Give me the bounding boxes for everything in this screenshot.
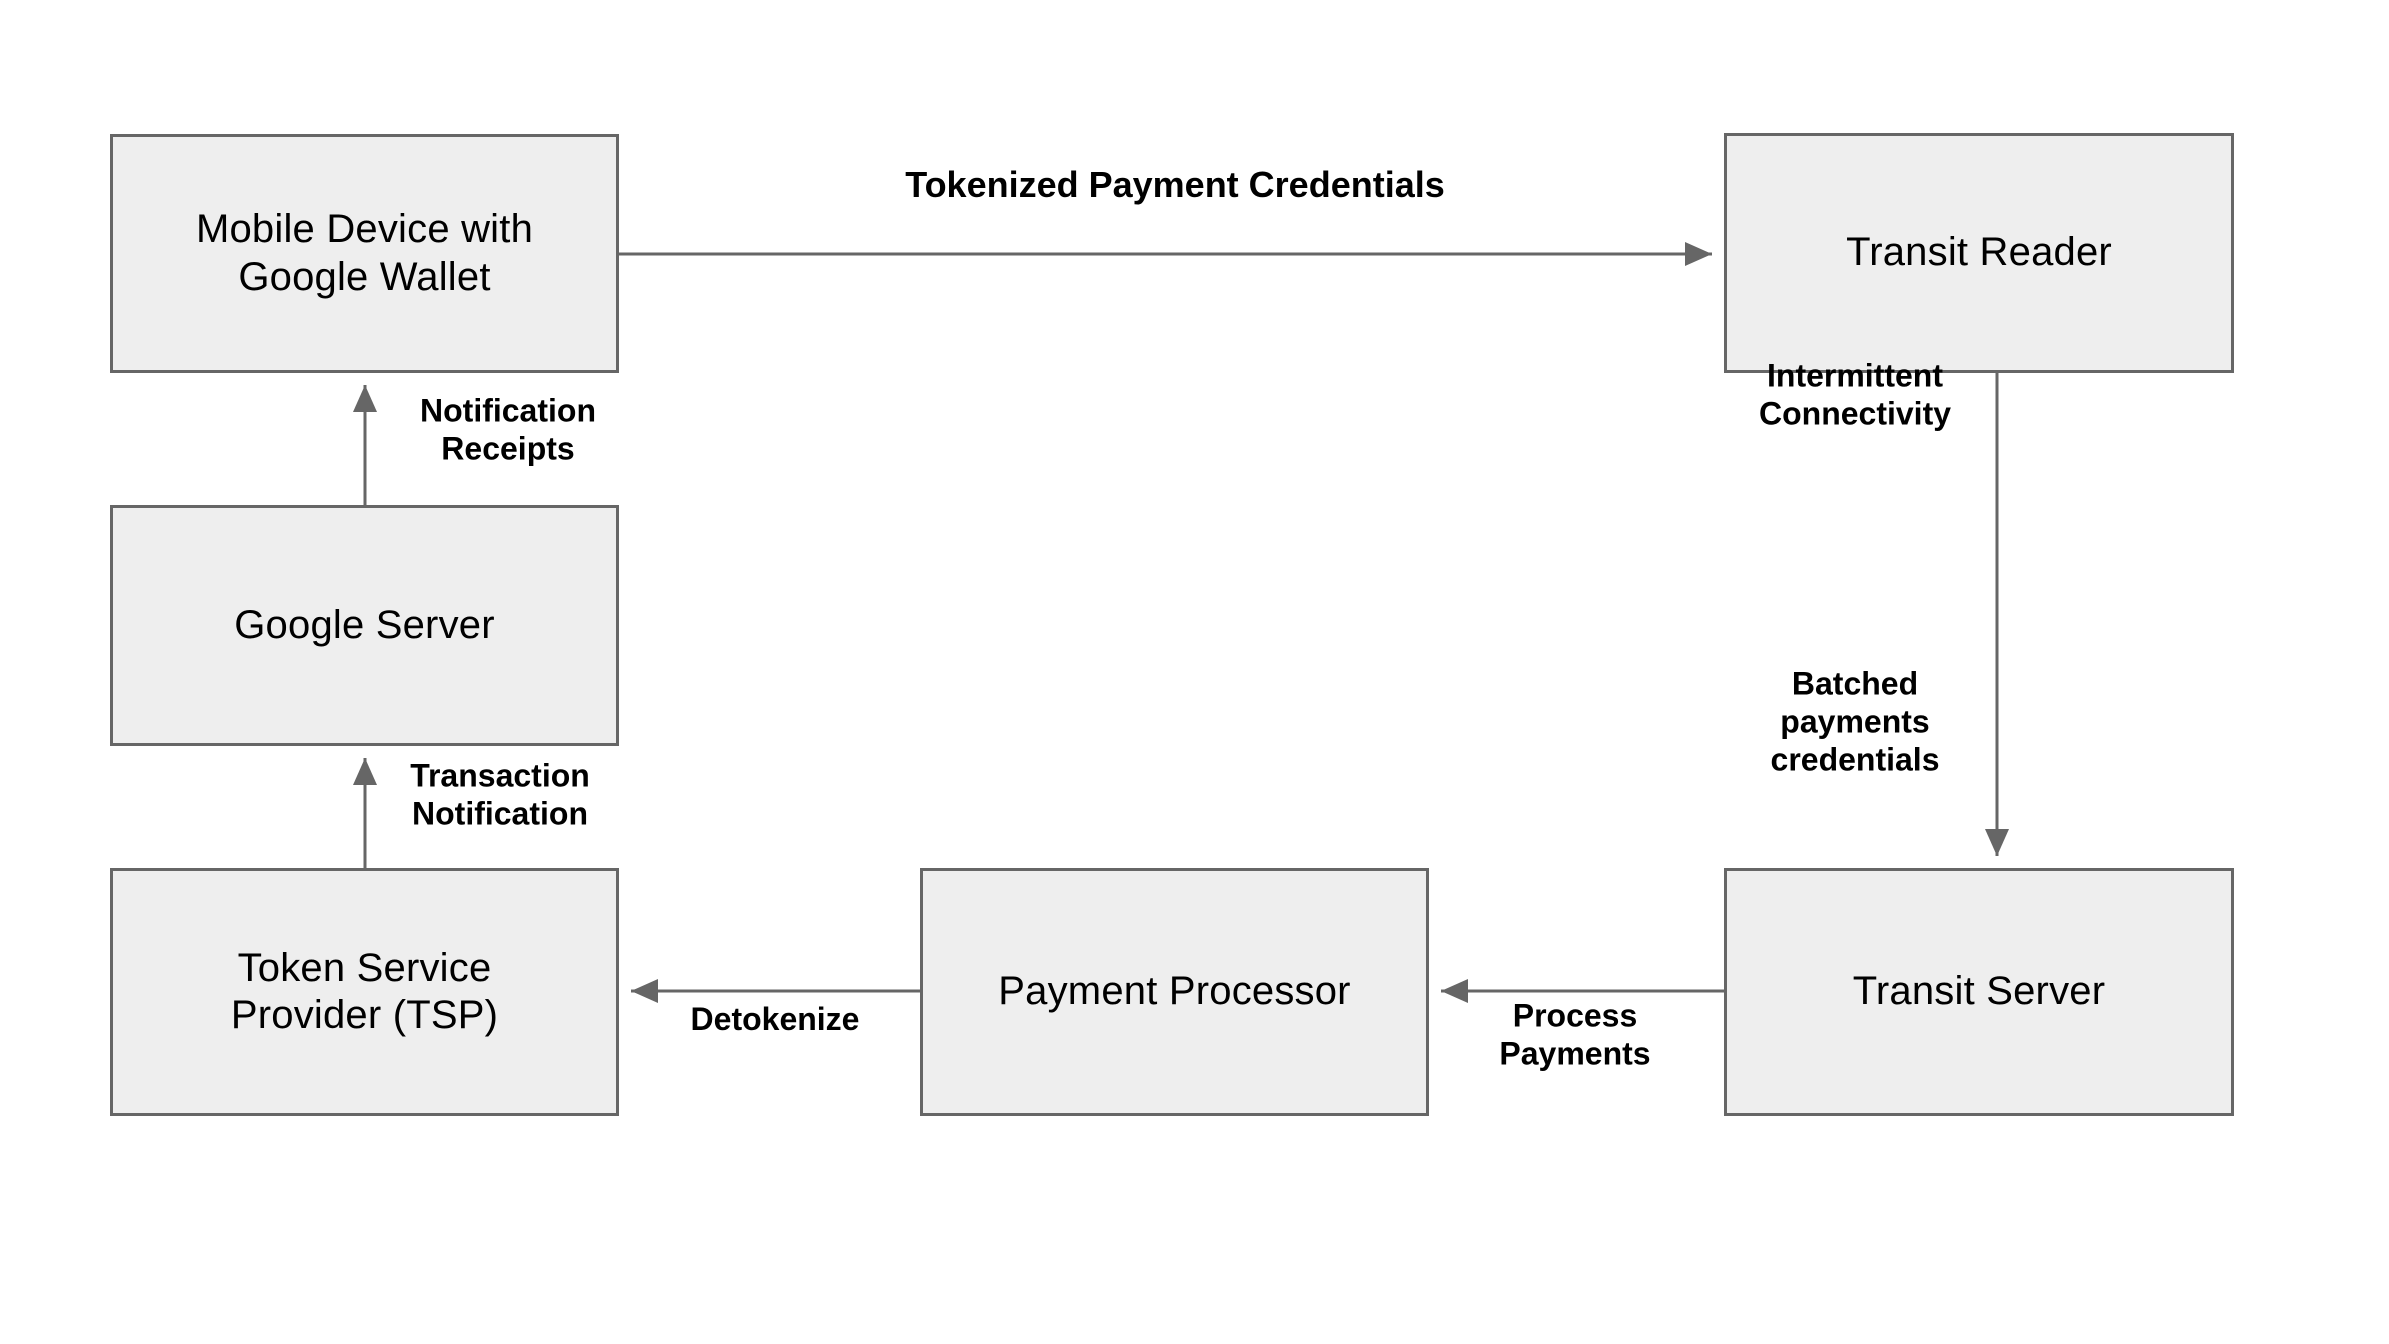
node-transit-server-label: Transit Server	[1852, 969, 2106, 1014]
node-token-service-provider[interactable]: Token Service Provider (TSP)	[110, 868, 619, 1116]
edge-label-tokenized-payment-credentials: Tokenized Payment Credentials	[905, 163, 1445, 205]
node-payment-processor[interactable]: Payment Processor	[920, 868, 1429, 1116]
node-mobile-device[interactable]: Mobile Device with Google Wallet	[110, 134, 619, 373]
edge-label-intermittent-connectivity: Intermittent Connectivity	[1758, 357, 1952, 431]
edge-label-process-payments: Process Payments	[1499, 997, 1651, 1071]
edge-label-batched-payments-credentials: Batched payments credentials	[1770, 665, 1940, 777]
node-transit-server[interactable]: Transit Server	[1724, 868, 2234, 1116]
edge-label-notification-receipts: Notification Receipts	[420, 392, 596, 466]
edge-label-transaction-notification: Transaction Notification	[410, 757, 590, 831]
node-transit-reader[interactable]: Transit Reader	[1724, 133, 2234, 373]
node-token-service-provider-label: Token Service Provider (TSP)	[230, 945, 499, 1037]
node-payment-processor-label: Payment Processor	[998, 969, 1351, 1014]
node-google-server[interactable]: Google Server	[110, 505, 619, 746]
node-google-server-label: Google Server	[234, 602, 495, 647]
node-transit-reader-label: Transit Reader	[1846, 230, 2112, 275]
edge-label-detokenize: Detokenize	[690, 1001, 860, 1038]
node-mobile-device-label: Mobile Device with Google Wallet	[195, 207, 534, 299]
